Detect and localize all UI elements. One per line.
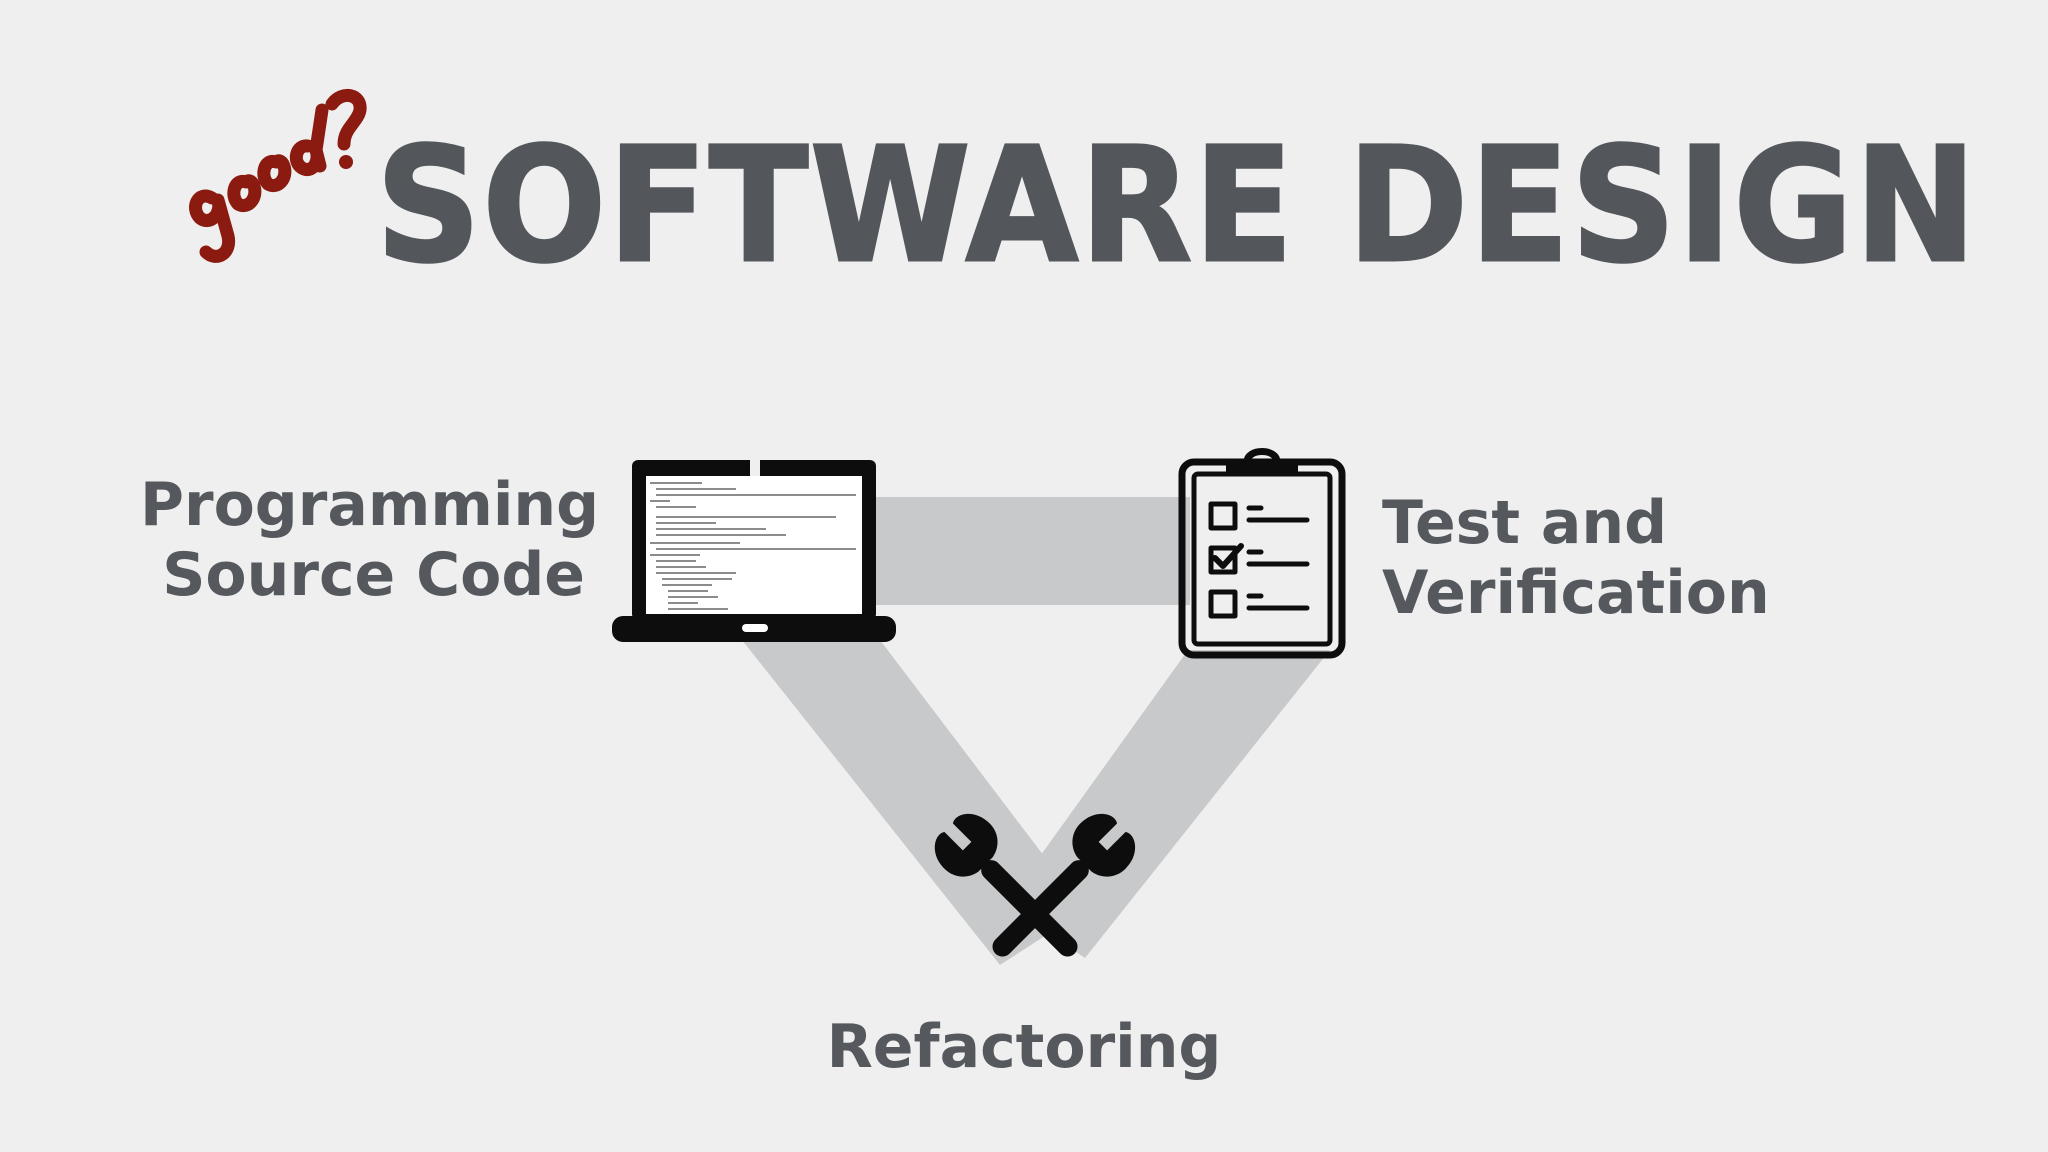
clipboard-checklist-icon xyxy=(1178,448,1346,659)
refactoring-label: Refactoring xyxy=(826,1012,1222,1082)
laptop-code-icon xyxy=(612,460,896,642)
programming-label: Programming Source Code xyxy=(140,470,600,610)
testing-label: Test and Verification xyxy=(1382,488,1782,628)
slide-title: SOFTWARE DESIGN xyxy=(375,114,1979,298)
code-lines xyxy=(650,482,856,610)
testing-label-line2: Verification xyxy=(1382,558,1770,628)
programming-label-line2: Source Code xyxy=(162,540,585,610)
good-question-mark xyxy=(189,89,367,263)
connector-testing-refactoring xyxy=(1005,650,1330,958)
crossed-wrenches-icon xyxy=(934,813,1136,957)
connector-programming-testing xyxy=(830,497,1190,605)
testing-label-line1: Test and xyxy=(1382,488,1668,558)
programming-label-line1: Programming xyxy=(140,470,600,540)
